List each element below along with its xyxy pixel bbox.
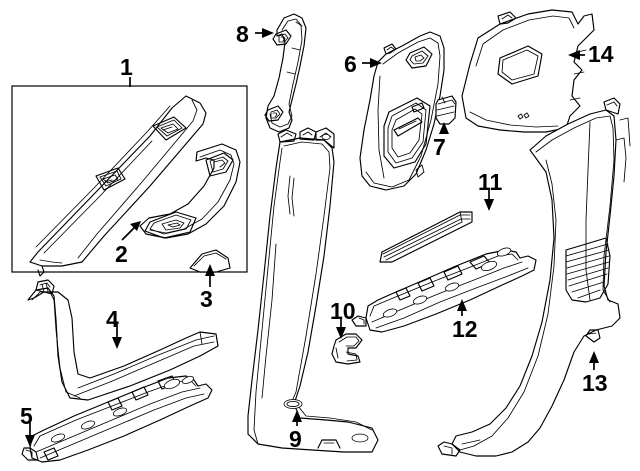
leader-10: [336, 318, 346, 339]
leader-14: [568, 50, 585, 60]
part-9-center-pillar-lower-trim: [247, 127, 379, 453]
callout-label-1: 1: [120, 54, 133, 80]
part-6-rear-quarter-trim-panel: [359, 31, 445, 191]
part-8-roof-assist-grip: [264, 13, 307, 133]
part-7-trim-plug: [435, 95, 457, 125]
leader-4: [112, 324, 122, 349]
callout-label-5: 5: [20, 403, 33, 429]
callout-label-8: 8: [236, 21, 249, 47]
part-11-rear-sill-trim-strip: [379, 211, 473, 263]
part-5-front-sill-rail: [21, 375, 213, 463]
callout-label-13: 13: [582, 370, 608, 396]
callout-label-14: 14: [588, 41, 614, 67]
leader-9: [292, 410, 302, 426]
leader-11: [484, 189, 494, 211]
part-3-trim-cap-triangular: [189, 249, 231, 273]
leader-6: [362, 58, 382, 68]
leader-5: [25, 421, 35, 447]
callout-label-9: 9: [289, 426, 302, 452]
leader-2: [121, 221, 141, 241]
leader-8: [255, 28, 274, 38]
leader-7: [439, 122, 449, 134]
callout-label-6: 6: [344, 51, 357, 77]
part-4-front-sill-plate: [27, 279, 219, 401]
callout-label-4: 4: [106, 306, 119, 332]
leader-3: [205, 264, 215, 287]
callout-label-2: 2: [115, 241, 128, 267]
callout-label-12: 12: [452, 316, 478, 342]
callout-label-10: 10: [330, 298, 356, 324]
part-2-assist-grip-handle: [139, 143, 241, 239]
part-13-rear-quarter-lower-trim: [437, 97, 631, 457]
callout-label-7: 7: [433, 134, 446, 160]
leader-13: [589, 351, 599, 370]
callout-label-3: 3: [200, 286, 213, 312]
part-14-rear-quarter-upper-panel: [461, 9, 595, 133]
callout-label-11: 11: [478, 169, 503, 195]
part-1-windshield-pillar-garnish: [29, 95, 207, 277]
part-12-rear-sill-rail: [351, 247, 537, 333]
leader-12: [457, 299, 467, 316]
part-10-retainer-clip: [331, 333, 363, 365]
